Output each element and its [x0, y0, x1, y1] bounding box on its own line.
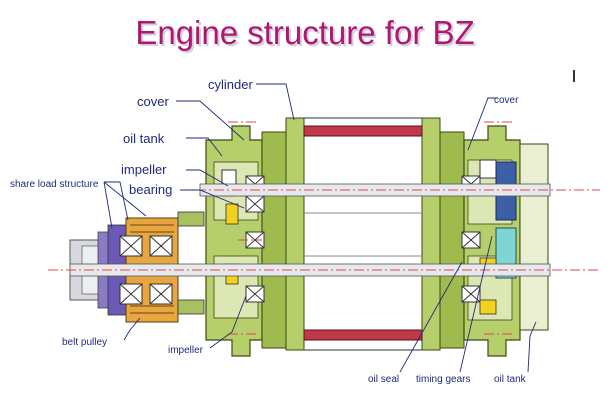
label-impeller-top: impeller [121, 162, 167, 177]
label-cover-left: cover [137, 94, 169, 109]
cursor-mark [573, 70, 575, 82]
centerlines [48, 121, 600, 335]
label-impeller-bottom: impeller [168, 345, 204, 356]
leader-lines [103, 83, 537, 373]
cylinder-body [285, 117, 441, 351]
title-shadow: Engine structure for BZ [137, 16, 477, 53]
label-cylinder: cylinder [208, 77, 253, 92]
label-cover-right: cover [494, 95, 519, 106]
right-end-housing [439, 125, 549, 357]
label-oil-tank-right: oil tank [494, 374, 527, 385]
label-oil-tank-left: oil tank [123, 131, 165, 146]
label-timing-gears: timing gears [416, 374, 470, 385]
page-title: Engine structure for BZ [135, 14, 475, 51]
label-oil-seal: oil seal [368, 374, 399, 385]
label-bearing: bearing [129, 182, 172, 197]
label-share-load-structure: share load structure [10, 179, 99, 190]
left-end-housing [205, 125, 287, 357]
label-belt-pulley: belt pulley [62, 337, 107, 348]
